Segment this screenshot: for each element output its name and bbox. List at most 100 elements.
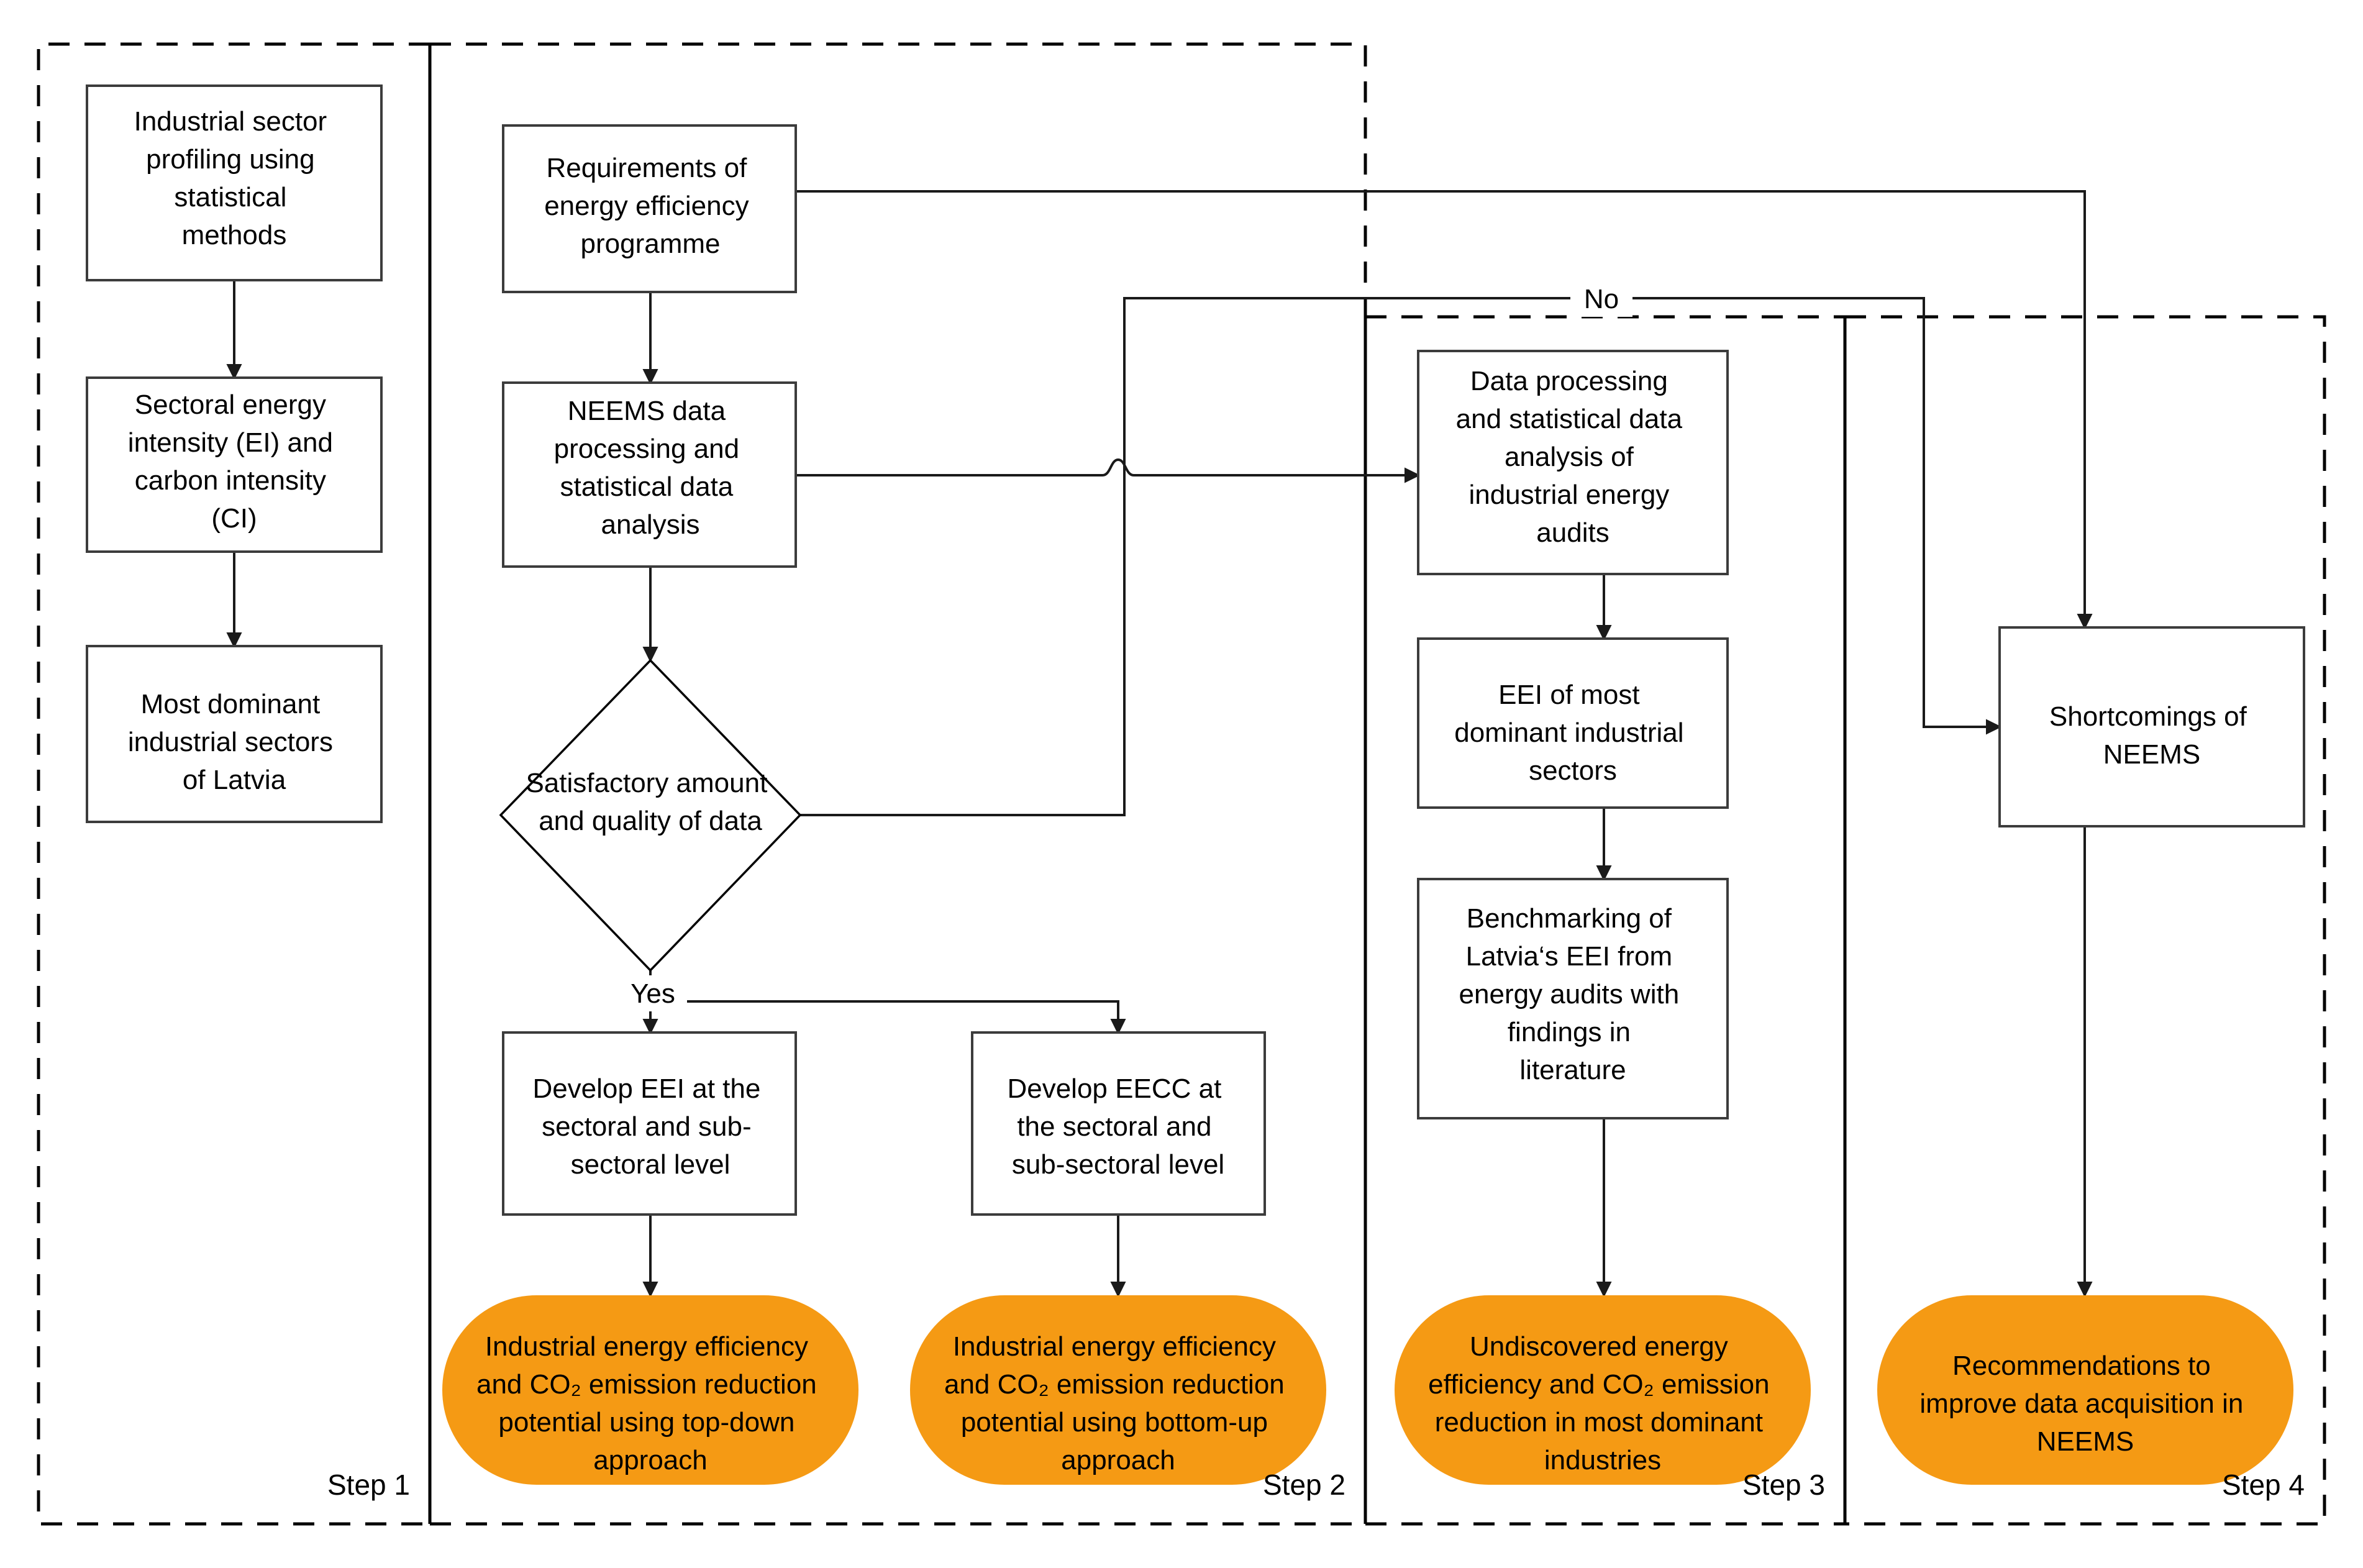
node-line: Recommendations to	[1952, 1351, 2211, 1381]
node-line: Industrial energy efficiency	[953, 1331, 1276, 1362]
node-bottom-up-result[interactable]: Industrial energy efficiency and CO₂ emi…	[910, 1295, 1326, 1485]
node-line: approach	[1061, 1445, 1175, 1475]
node-line: industrial sectors	[128, 727, 333, 757]
node-line: statistical data	[560, 472, 733, 502]
step-label-3: Step 3	[1742, 1469, 1825, 1501]
node-line: and quality of data	[539, 806, 762, 836]
node-line: Benchmarking of	[1467, 903, 1672, 934]
node-line: processing and	[554, 434, 739, 464]
node-eei-of-sectors[interactable]: EEI of most dominant industrial sectors	[1417, 637, 1729, 809]
svg-text:Develop EEI at the secto: Develop EEI at the sectoral and sub- sec…	[532, 1073, 768, 1180]
svg-text:Undiscovered energy effi: Undiscovered energy efficiency and CO₂ e…	[1428, 1331, 1777, 1475]
node-line: findings in	[1508, 1017, 1631, 1047]
node-line: sectors	[1529, 755, 1617, 786]
edge-label-yes: Yes	[619, 975, 687, 1011]
step2-region	[430, 42, 1367, 317]
node-line: and CO₂ emission reduction	[944, 1369, 1285, 1400]
node-line: Industrial energy efficiency	[485, 1331, 808, 1362]
edge-decision-no-to-shortcomings	[800, 297, 2002, 816]
node-line: intensity (EI) and	[128, 427, 333, 458]
node-benchmarking[interactable]: Benchmarking of Latvia‘s EEI from energy…	[1417, 878, 1729, 1119]
node-line: audits	[1536, 517, 1609, 548]
node-shortcomings[interactable]: Shortcomings of NEEMS	[1998, 626, 2305, 827]
node-line: sectoral level	[571, 1149, 731, 1180]
node-satisfactory-decision[interactable]: Satisfactory amount and quality of data	[499, 659, 802, 972]
node-recommendations-result[interactable]: Recommendations to improve data acquisit…	[1877, 1295, 2293, 1485]
node-line: EEI of most	[1498, 680, 1639, 710]
node-undiscovered-result[interactable]: Undiscovered energy efficiency and CO₂ e…	[1395, 1295, 1811, 1485]
step-label-2: Step 2	[1263, 1469, 1345, 1501]
node-line: NEEMS	[2103, 739, 2200, 770]
node-line: efficiency and CO₂ emission	[1428, 1369, 1769, 1400]
node-line: Sectoral energy	[135, 390, 326, 420]
node-line: Most dominant	[141, 689, 321, 719]
step-regions	[37, 42, 2326, 1526]
node-develop-eecc[interactable]: Develop EECC at the sectoral and sub-sec…	[971, 1031, 1266, 1216]
node-industrial-sector-profiling[interactable]: Industrial sector profiling using statis…	[86, 84, 383, 281]
node-sectoral-energy-intensity[interactable]: Sectoral energy intensity (EI) and carbo…	[86, 376, 383, 553]
node-line: (CI)	[211, 503, 257, 534]
edge-requirements-to-shortcomings	[796, 190, 2093, 630]
node-line: energy efficiency	[544, 191, 749, 221]
node-line: potential using bottom-up	[961, 1407, 1268, 1438]
svg-text:Satisfactory amount and: Satisfactory amount and quality of data	[526, 768, 775, 836]
node-top-down-result[interactable]: Industrial energy efficiency and CO₂ emi…	[442, 1295, 858, 1485]
node-line: carbon intensity	[135, 465, 326, 496]
node-line: Latvia‘s EEI from	[1466, 941, 1673, 972]
svg-text:Requirements of energy e: Requirements of energy efficiency progra…	[544, 153, 757, 259]
step4-region	[1845, 315, 2326, 1526]
node-line: improve data acquisition in	[1919, 1388, 2243, 1419]
node-line: literature	[1519, 1055, 1626, 1085]
node-line: NEEMS data	[568, 396, 726, 426]
svg-text:NEEMS data processing an: NEEMS data processing and statistical da…	[554, 396, 747, 540]
svg-text:Industrial energy efficiency: Industrial energy efficiency and CO₂ emi…	[476, 1331, 824, 1475]
node-line: dominant industrial	[1454, 718, 1683, 748]
node-line: Data processing	[1470, 366, 1668, 396]
node-line: Industrial sector	[134, 106, 327, 137]
node-line: the sectoral and	[1017, 1111, 1211, 1142]
node-neems-data-processing[interactable]: NEEMS data processing and statistical da…	[502, 381, 797, 568]
node-develop-eei[interactable]: Develop EEI at the sectoral and sub- sec…	[502, 1031, 797, 1216]
svg-text:Data processing and stat: Data processing and statistical data ana…	[1456, 366, 1690, 548]
node-line: analysis of	[1505, 442, 1634, 472]
svg-text:Industrial sector profil: Industrial sector profiling using statis…	[134, 106, 335, 250]
edge-yes-branch-to-develop-eecc	[650, 1000, 1126, 1035]
node-line: Shortcomings of	[2049, 701, 2247, 732]
node-line: Develop EECC at	[1007, 1073, 1221, 1104]
svg-text:EEI of most dominant ind: EEI of most dominant industrial sectors	[1454, 680, 1691, 786]
node-line: analysis	[601, 509, 700, 540]
node-line: approach	[593, 1445, 707, 1475]
svg-text:Industrial energy efficiency: Industrial energy efficiency and CO₂ emi…	[944, 1331, 1292, 1475]
edge-label-no: No	[1570, 281, 1632, 317]
node-line: and statistical data	[1456, 404, 1683, 434]
node-line: programme	[581, 229, 721, 259]
node-line: Satisfactory amount	[526, 768, 767, 798]
node-line: sub-sectoral level	[1012, 1149, 1224, 1180]
svg-text:Most dominant industrial: Most dominant industrial sectors of Latv…	[128, 689, 340, 795]
node-line: of Latvia	[183, 765, 286, 795]
node-line: and CO₂ emission reduction	[476, 1369, 817, 1400]
node-line: energy audits with	[1459, 979, 1680, 1010]
node-most-dominant-sectors[interactable]: Most dominant industrial sectors of Latv…	[86, 645, 383, 823]
node-audit-data-processing[interactable]: Data processing and statistical data ana…	[1417, 350, 1729, 575]
svg-text:Benchmarking of Latvia‘s: Benchmarking of Latvia‘s EEI from energy…	[1459, 903, 1687, 1085]
node-requirements-programme[interactable]: Requirements of energy efficiency progra…	[502, 124, 797, 293]
node-line: NEEMS	[2037, 1426, 2134, 1457]
step1-region	[37, 42, 430, 1526]
node-line: Undiscovered energy	[1470, 1331, 1728, 1362]
svg-text:Sectoral energy intensit: Sectoral energy intensity (EI) and carbo…	[128, 390, 340, 534]
node-line: industrial energy	[1468, 480, 1669, 510]
node-line: reduction in most dominant	[1435, 1407, 1763, 1438]
node-line: potential using top-down	[498, 1407, 794, 1438]
node-line: industries	[1544, 1445, 1661, 1475]
node-line: sectoral and sub-	[542, 1111, 752, 1142]
svg-text:Develop EECC at the sect: Develop EECC at the sectoral and sub-sec…	[1007, 1073, 1229, 1180]
svg-text:Recommendations to impro: Recommendations to improve data acquisit…	[1919, 1351, 2251, 1457]
node-line: Develop EEI at the	[532, 1073, 760, 1104]
edge-neems-to-audit-processing	[796, 458, 1421, 483]
node-line: statistical	[174, 182, 286, 212]
step-label-4: Step 4	[2222, 1469, 2305, 1501]
edge-label-yes-text: Yes	[631, 978, 675, 1009]
node-line: methods	[182, 220, 287, 250]
